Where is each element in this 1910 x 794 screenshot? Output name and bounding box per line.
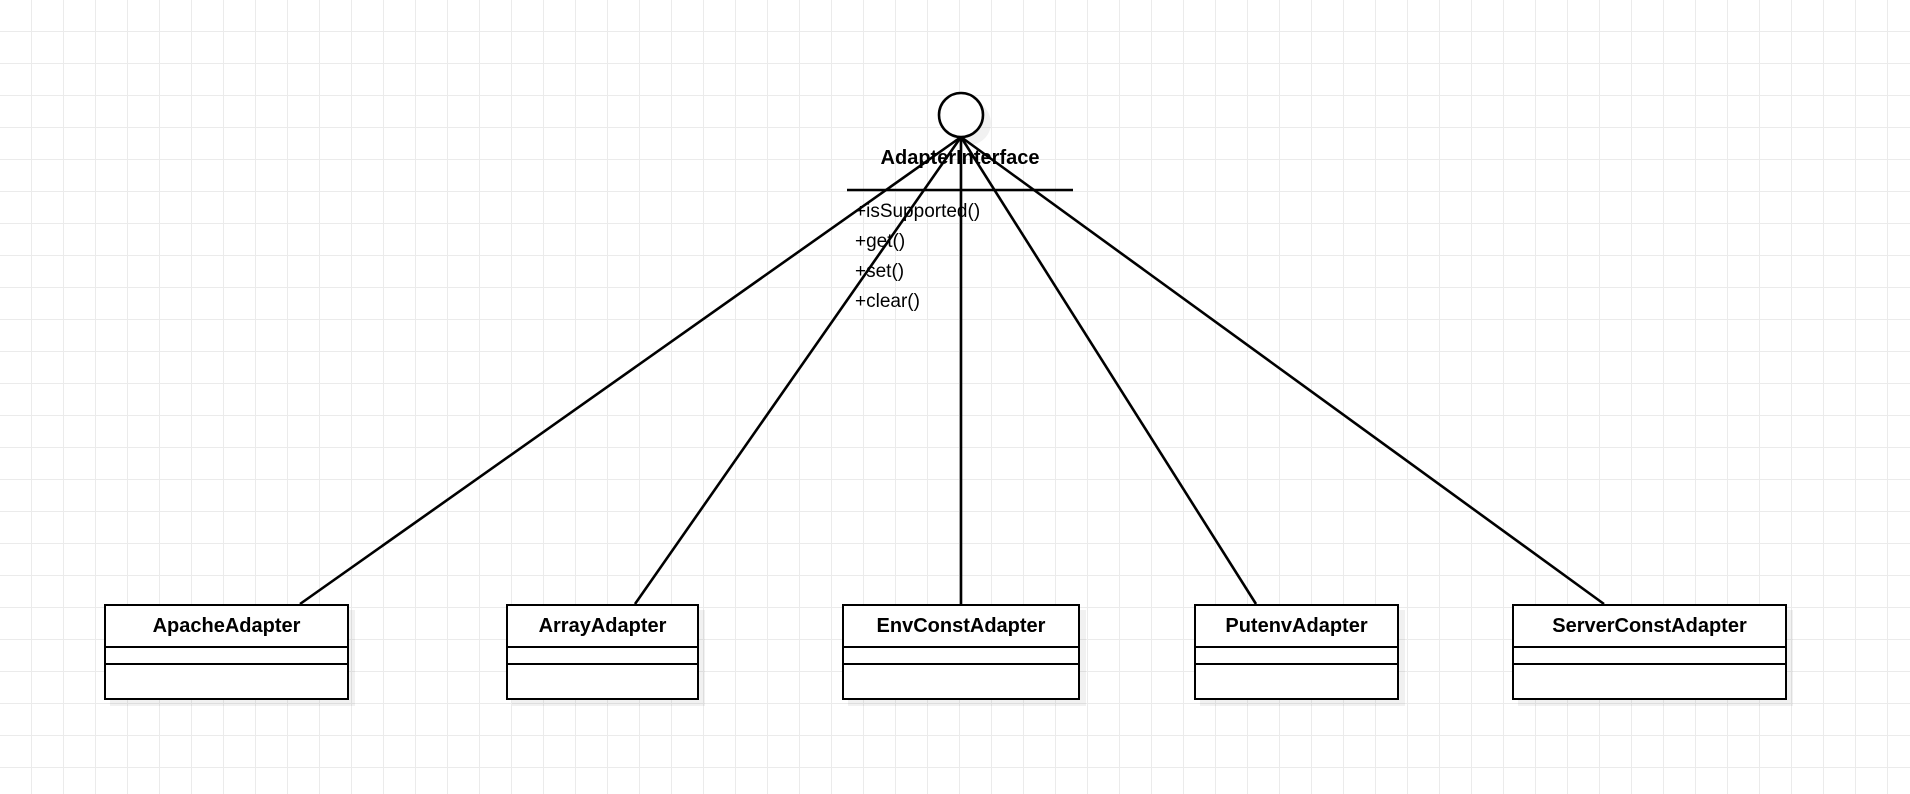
interface-operation: +set() [855, 261, 905, 282]
class-box-putenv-adapter[interactable]: PutenvAdapter [1194, 604, 1399, 700]
class-name-label: PutenvAdapter [1225, 614, 1368, 637]
class-attributes-compartment [844, 646, 1078, 663]
class-name-label: ApacheAdapter [152, 614, 301, 637]
class-operations-compartment [106, 663, 347, 680]
interface-name-label: AdapterInterface [880, 147, 1040, 169]
class-attributes-compartment [1196, 646, 1397, 663]
interface-operation: +isSupported() [855, 201, 981, 222]
class-name-label: ServerConstAdapter [1552, 614, 1747, 637]
class-name-label: ArrayAdapter [538, 614, 667, 637]
class-operations-compartment [844, 663, 1078, 680]
realization-line [633, 136, 963, 605]
class-attributes-compartment [1514, 646, 1785, 663]
class-operations-compartment [1196, 663, 1397, 680]
class-box-env-const-adapter[interactable]: EnvConstAdapter [842, 604, 1080, 700]
realization-line [959, 136, 1258, 605]
interface-operation: +get() [855, 231, 906, 252]
class-box-apache-adapter[interactable]: ApacheAdapter [104, 604, 349, 700]
class-attributes-compartment [106, 646, 347, 663]
class-operations-compartment [1514, 663, 1785, 680]
class-attributes-compartment [508, 646, 697, 663]
class-box-server-const-adapter[interactable]: ServerConstAdapter [1512, 604, 1787, 700]
realization-line [960, 135, 1605, 606]
class-name-label: EnvConstAdapter [876, 614, 1046, 637]
interface-operations-list: +isSupported() +get() +set() +clear() [855, 197, 980, 317]
class-box-array-adapter[interactable]: ArrayAdapter [506, 604, 699, 700]
class-operations-compartment [508, 663, 697, 680]
realization-line [299, 135, 962, 606]
interface-operation: +clear() [855, 291, 920, 312]
interface-circle-icon [937, 91, 985, 139]
